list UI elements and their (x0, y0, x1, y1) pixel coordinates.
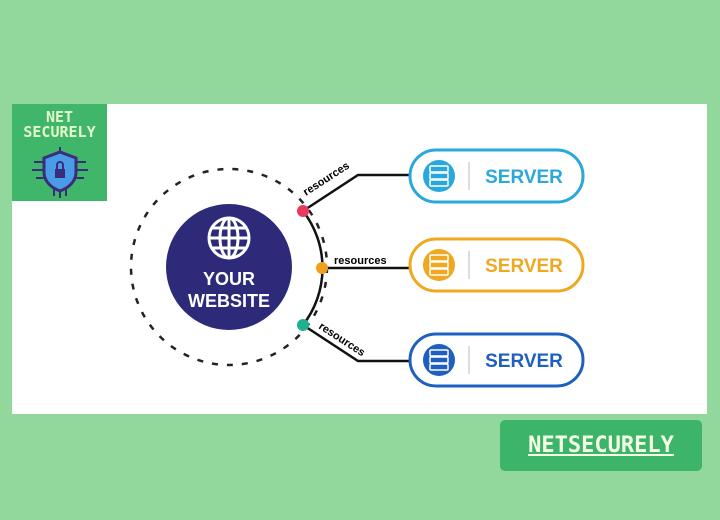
website-circle (166, 204, 292, 330)
globe-icon (207, 216, 251, 260)
server-node: SERVER (408, 237, 585, 293)
server-node: SERVER (408, 148, 585, 204)
link-dot (297, 205, 309, 217)
link-dot (297, 319, 309, 331)
center-label-2: WEBSITE (188, 291, 270, 311)
server-icon (423, 160, 455, 192)
logo-text-line1: NET (45, 108, 74, 126)
server-icon (423, 344, 455, 376)
link-dot (316, 262, 328, 274)
server-icon (423, 249, 455, 281)
server-label: SERVER (485, 167, 563, 188)
shield-lock-icon (32, 147, 88, 198)
server-label: SERVER (485, 351, 563, 372)
link-label: resources (334, 255, 387, 267)
link-label: resources (301, 160, 352, 199)
diagram-panel (12, 104, 707, 414)
netsecurely-link-button[interactable]: NETSECURELY (500, 420, 702, 471)
logo-text-line2: SECURELY (23, 123, 96, 141)
server-label: SERVER (485, 256, 563, 277)
server-node: SERVER (408, 332, 585, 388)
netsecurely-logo: NET SECURELY (12, 104, 107, 201)
center-label-1: YOUR (203, 269, 255, 289)
